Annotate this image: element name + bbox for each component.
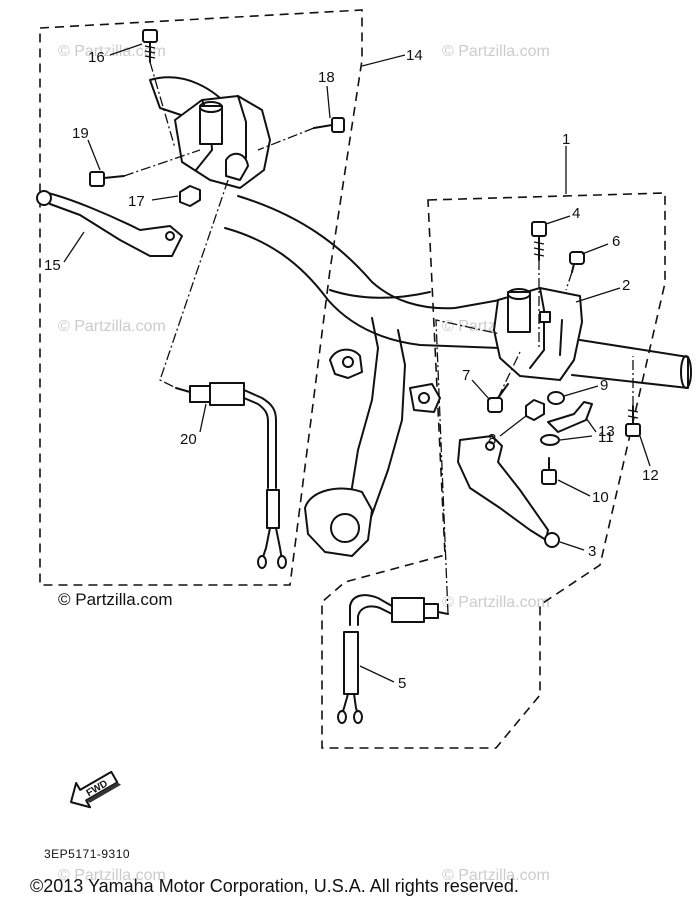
leader-lines <box>63 43 651 683</box>
callout-18: 18 <box>318 69 335 86</box>
callout-14: 14 <box>406 47 423 64</box>
callout-4: 4 <box>572 205 580 222</box>
diagram-code: 3EP5171-9310 <box>44 847 130 861</box>
left-switch-housing <box>149 76 271 189</box>
watermark: © Partzilla.com <box>442 867 550 884</box>
callout-19: 19 <box>72 125 89 142</box>
nut-8 <box>525 399 545 421</box>
switch-5 <box>337 594 449 724</box>
bolt-10 <box>541 457 557 485</box>
callout-17: 17 <box>128 193 145 210</box>
assembly-1-boundary <box>321 192 666 749</box>
right-switch-housing <box>493 287 583 381</box>
washer-11 <box>540 434 560 446</box>
nut-17 <box>179 185 201 207</box>
bolt-16 <box>142 29 158 63</box>
callout-11-visible: 11 <box>598 429 614 446</box>
screw-4 <box>531 221 547 261</box>
switch-20 <box>175 382 287 569</box>
screw-18 <box>313 117 345 133</box>
site-credit: © Partzilla.com <box>58 590 173 609</box>
alignment-lines <box>123 61 634 615</box>
callout-10: 10 <box>592 489 609 506</box>
callout-15: 15 <box>44 257 61 274</box>
copyright-notice: ©2013 Yamaha Motor Corporation, U.S.A. A… <box>30 876 519 896</box>
lever-3 <box>457 435 560 548</box>
bracket-13 <box>547 401 593 433</box>
watermark: © Partzilla.com <box>442 594 550 611</box>
callout-1: 1 <box>562 131 570 148</box>
callout-9: 9 <box>600 377 608 394</box>
callout-8: 8 <box>488 431 496 448</box>
callout-5: 5 <box>398 675 406 692</box>
callout-12: 12 <box>642 467 659 484</box>
fwd-arrow-icon: FWD <box>70 770 122 809</box>
bolt-12 <box>625 405 641 437</box>
callout-2: 2 <box>622 277 630 294</box>
handlebar <box>224 195 692 557</box>
callout-7: 7 <box>462 367 470 384</box>
callout-20: 20 <box>180 431 197 448</box>
callout-16: 16 <box>88 49 105 66</box>
assembly-14-boundary <box>39 9 363 586</box>
callout-labels: 16 14 18 19 17 15 20 1 4 6 2 7 8 9 13 11… <box>44 47 659 692</box>
screw-6 <box>569 251 585 273</box>
watermark: © Partzilla.com <box>58 867 166 884</box>
callout-3: 3 <box>588 543 596 560</box>
lever-15 <box>36 190 183 257</box>
callout-13: 13 <box>598 423 615 440</box>
watermark: © Partzilla.com <box>58 318 166 335</box>
watermark: © Partzilla.com <box>58 43 166 60</box>
screw-19 <box>89 171 125 187</box>
washer-9 <box>547 391 565 405</box>
callout-6: 6 <box>612 233 620 250</box>
watermark: © Partzilla.com <box>442 43 550 60</box>
